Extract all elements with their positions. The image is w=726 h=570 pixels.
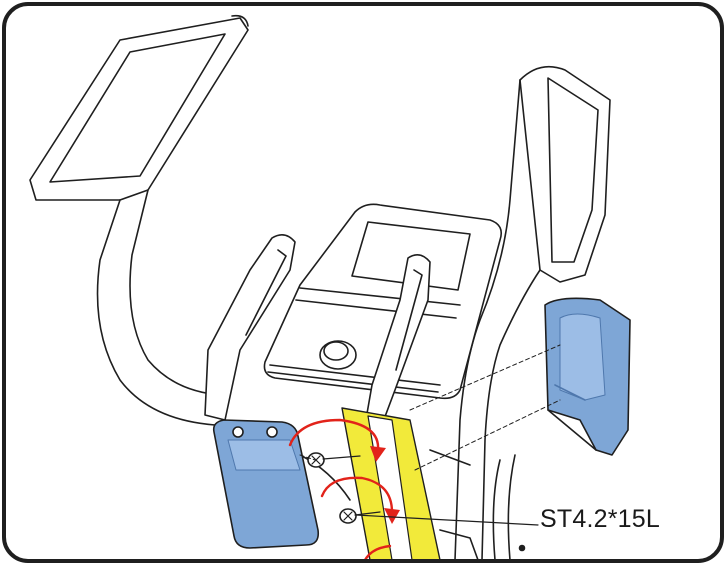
arrow-head-upper (370, 446, 386, 462)
rotation-arrows (288, 418, 394, 559)
center-grip-left (204, 234, 296, 421)
left-handlebar (29, 14, 249, 426)
callout-leader (355, 514, 539, 526)
right-handlebar (454, 65, 611, 559)
alignment-guides (299, 344, 561, 471)
left-blue-cover (212, 419, 320, 549)
arrow-head-lower (384, 508, 400, 524)
screw-spec-label: ST4.2*15L (540, 505, 660, 533)
screw-upper (307, 452, 361, 468)
right-blue-cover (544, 297, 631, 456)
screw-lower (339, 508, 381, 524)
